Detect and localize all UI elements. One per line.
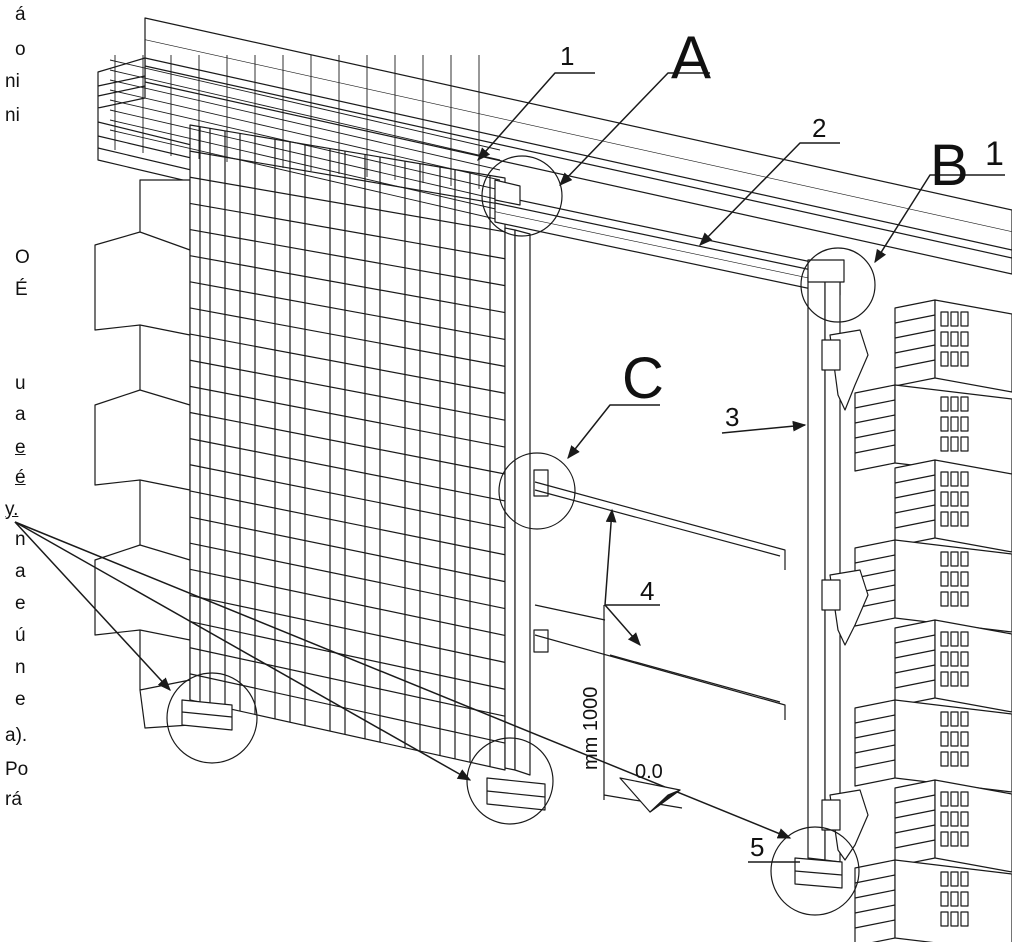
left-text-fragment: ni	[5, 71, 20, 92]
left-text-fragment: á	[15, 4, 26, 25]
left-text-fragment: e	[15, 689, 26, 710]
horizontal-bars	[534, 481, 786, 720]
left-text-fragment: n	[15, 529, 26, 550]
detail-circle-b	[800, 247, 876, 323]
anchor-brackets	[821, 329, 869, 861]
base-blocks	[181, 699, 843, 889]
left-text-fragment: a).	[5, 725, 28, 746]
base-circle-right	[770, 826, 860, 916]
detail-label-c: C	[622, 346, 664, 411]
left-text-fragment: rá	[5, 789, 22, 810]
left-brick-wall	[94, 179, 191, 729]
base-circle-middle	[466, 737, 554, 825]
left-text-fragment: a	[15, 404, 26, 425]
leader-c	[567, 404, 660, 460]
left-text-fragment: o	[15, 39, 26, 60]
left-text-fragment: e	[15, 437, 26, 458]
part-number-3: 3	[725, 402, 739, 432]
right-brick-wall	[854, 299, 1012, 942]
leader-2	[699, 142, 840, 246]
left-text-fragment: u	[15, 373, 26, 394]
part-number-2: 2	[812, 113, 826, 143]
left-text-fragment: e	[15, 593, 26, 614]
level-mark-text: 0.0	[635, 761, 663, 783]
detail-label-a: A	[671, 24, 711, 91]
part-number-5: 5	[750, 832, 764, 862]
left-text-fragment: n	[15, 657, 26, 678]
left-text-fragment: ú	[15, 625, 26, 646]
dimension-height-text: mm 1000	[580, 687, 602, 770]
base-circle-left	[166, 672, 258, 764]
left-text-fragment: é	[15, 467, 26, 488]
detail-circle-a	[481, 155, 563, 237]
detail-circle-c	[498, 452, 576, 530]
left-door-jamb	[504, 227, 549, 776]
left-text-fragment: É	[15, 279, 28, 300]
leader-4b	[604, 604, 641, 647]
left-text-fragment: ni	[5, 105, 20, 126]
leader-1	[477, 72, 595, 162]
dimension-1000	[534, 604, 683, 813]
mesh-door-panel	[109, 55, 506, 771]
left-text-fragment: O	[15, 247, 30, 268]
leader-lines	[14, 72, 1005, 863]
left-text-fragment: a	[15, 561, 26, 582]
leader-a	[559, 72, 710, 186]
detail-circles	[166, 155, 876, 916]
part-number-4: 4	[640, 576, 654, 606]
left-text-fragment: Po	[5, 759, 29, 780]
leader-3	[721, 420, 807, 434]
left-text-fragment: y.	[5, 499, 19, 520]
part-number-1: 1	[560, 41, 574, 71]
overhead-rail	[494, 179, 841, 296]
leader-b	[874, 174, 1005, 264]
detail-label-b-cut: 1	[985, 135, 1004, 173]
detail-label-b: B	[930, 133, 969, 198]
